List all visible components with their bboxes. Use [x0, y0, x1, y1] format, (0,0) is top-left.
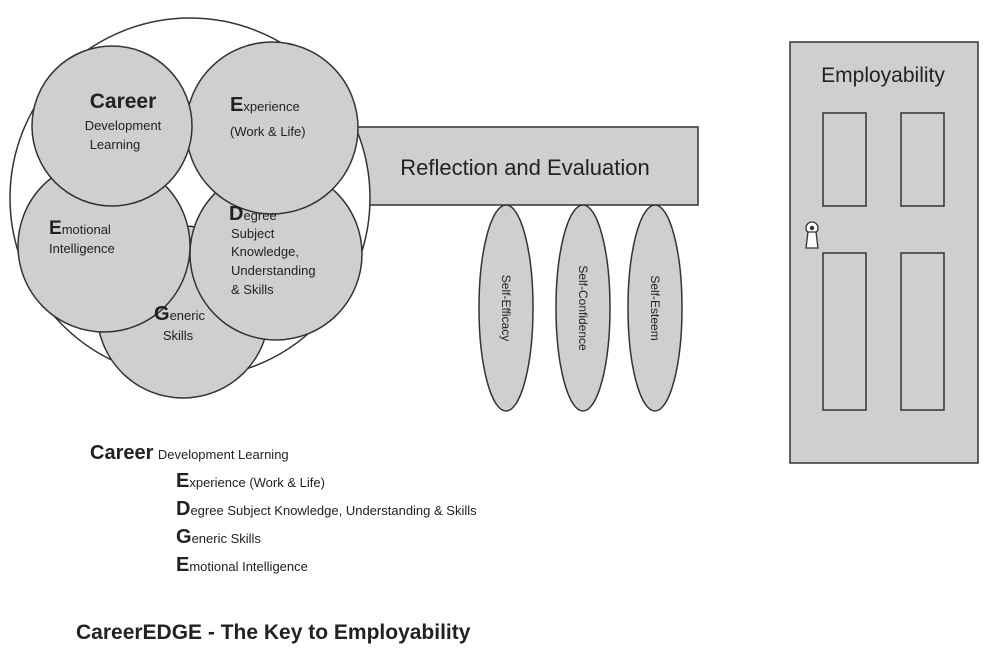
degree-circle-title: Degree: [229, 203, 277, 225]
legend-cap: D: [176, 498, 191, 520]
career-circle-line2: Learning: [90, 137, 141, 152]
emotional-circle-title: Emotional: [49, 218, 111, 239]
legend-row-generic: Generic Skills: [176, 524, 477, 552]
generic-circle-title: Generic: [154, 303, 205, 325]
reflection-bar-label: Reflection and Evaluation: [400, 155, 650, 180]
legend-cap: E: [176, 470, 190, 492]
experience-circle-title: Experience: [230, 94, 300, 116]
legend-text: Development Learning: [157, 447, 289, 462]
legend-row-emotional: Emotional Intelligence: [176, 552, 477, 580]
oval-self-confidence: Self-Confidence: [555, 204, 611, 412]
diagram-title: CareerEDGE - The Key to Employability: [76, 621, 471, 644]
oval-self-esteem: Self-Esteem: [627, 204, 683, 412]
degree-circle-line3: Knowledge,: [231, 244, 299, 259]
door-panel-bottom-left: [822, 252, 867, 411]
legend-cap: E: [176, 554, 190, 576]
legend-cap: Career: [90, 442, 154, 464]
oval-self-efficacy-label: Self-Efficacy: [499, 275, 513, 341]
oval-self-esteem-label: Self-Esteem: [648, 275, 662, 340]
oval-self-efficacy: Self-Efficacy: [478, 204, 534, 412]
legend-text: motional Intelligence: [189, 559, 308, 574]
legend-text: xperience (Work & Life): [189, 475, 325, 490]
career-circle-title: Career: [90, 90, 157, 113]
degree-circle-line2: Subject: [231, 226, 275, 241]
employability-door: [789, 41, 979, 464]
emotional-circle-line2: Intelligence: [49, 241, 115, 256]
door-panel-top-left: [822, 112, 867, 207]
degree-circle-line4: Understanding: [231, 263, 316, 278]
experience-circle-line2: (Work & Life): [230, 124, 306, 139]
legend-row-experience: Experience (Work & Life): [176, 468, 477, 496]
degree-circle-line5: & Skills: [231, 282, 274, 297]
acronym-legend: Career Development Learning Experience (…: [90, 440, 477, 580]
legend-text: eneric Skills: [191, 531, 261, 546]
legend-text: egree Subject Knowledge, Understanding &…: [190, 503, 477, 518]
legend-cap: G: [176, 526, 192, 548]
legend-row-career: Career Development Learning: [90, 440, 477, 468]
oval-self-confidence-label: Self-Confidence: [576, 265, 590, 351]
career-circle-line1: Development: [85, 118, 162, 133]
door-panel-top-right: [900, 112, 945, 207]
circle-career: [31, 45, 193, 207]
door-label: Employability: [821, 64, 945, 87]
generic-circle-line2: Skills: [163, 328, 194, 343]
door-panel-bottom-right: [900, 252, 945, 411]
legend-row-degree: Degree Subject Knowledge, Understanding …: [176, 496, 477, 524]
keyhole-icon: [805, 221, 819, 249]
